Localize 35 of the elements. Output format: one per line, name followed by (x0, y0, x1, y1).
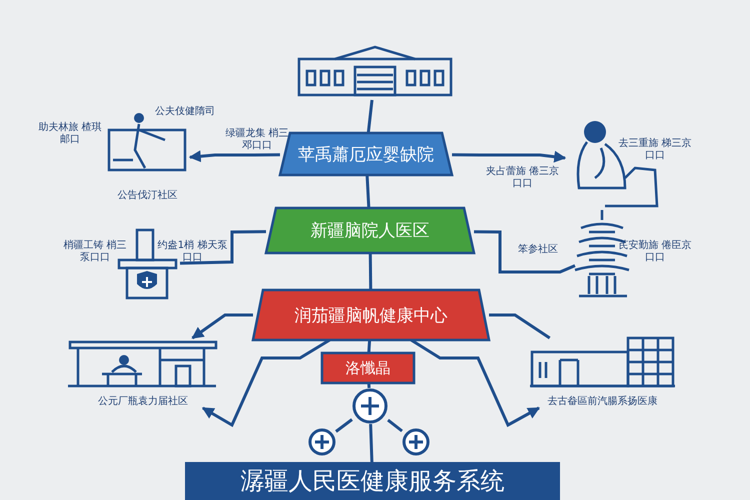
label-text: 梢疆工铸 梢三泵口口 (62, 240, 128, 264)
connector (188, 150, 280, 162)
connector (366, 100, 374, 134)
connector (335, 418, 353, 433)
connector (366, 174, 370, 208)
level-box: 新疆脑院人医区 (266, 208, 474, 253)
label-text: 公告伐汀社区 (116, 188, 178, 202)
connector (387, 418, 403, 432)
label-text: 笨参社区 (517, 244, 559, 256)
connector (452, 150, 566, 163)
connector (180, 230, 266, 265)
label-text: 夹占蕾旆 倦三京口口 (485, 166, 560, 190)
plus-circle (308, 428, 336, 456)
connector (192, 314, 253, 340)
label-text: 助夫林旅 楂琪邮口 (37, 122, 103, 146)
connector (474, 230, 576, 274)
label-text: 芪安勤旆 倦臣京口口 (617, 240, 693, 264)
level-box: 苹禹蕭厄应婴缺院 (280, 133, 452, 175)
connector (367, 340, 372, 354)
connector (489, 314, 551, 340)
level-box: 润茄疆脑帆健康中心 (253, 290, 489, 340)
label-box: 洛懺晶 (322, 353, 414, 383)
connector (410, 338, 540, 428)
connector (202, 338, 330, 428)
label-text: 公夫伎健隋司 (154, 106, 216, 118)
connector (369, 424, 374, 462)
plus-circle (402, 428, 430, 456)
title-banner: 潺疆人民医健康服务系统 (185, 462, 560, 500)
label-text: 公元厂瓶袁力届社区 (97, 394, 189, 408)
connector (367, 382, 371, 388)
connector (368, 252, 372, 290)
label-text: 约盎1梢 梯天泵口口 (156, 240, 228, 264)
plus-circle (352, 388, 388, 424)
label-text: 去三重旆 梯三京口口 (617, 138, 693, 162)
label-text: 去古畚區前汽腸系扬医康 (546, 394, 658, 408)
